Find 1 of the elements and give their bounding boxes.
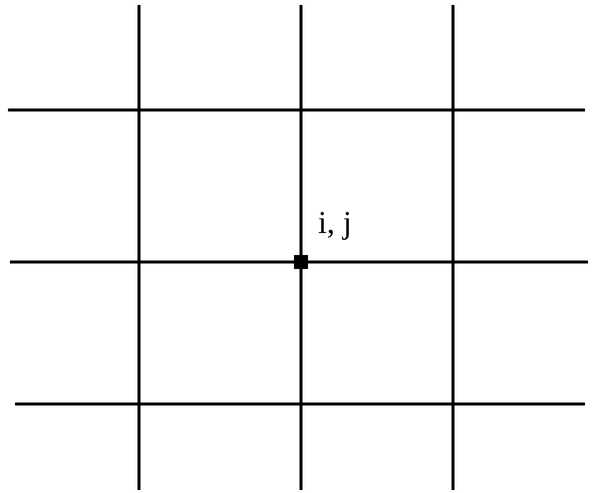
point-label: i, j xyxy=(318,206,352,238)
